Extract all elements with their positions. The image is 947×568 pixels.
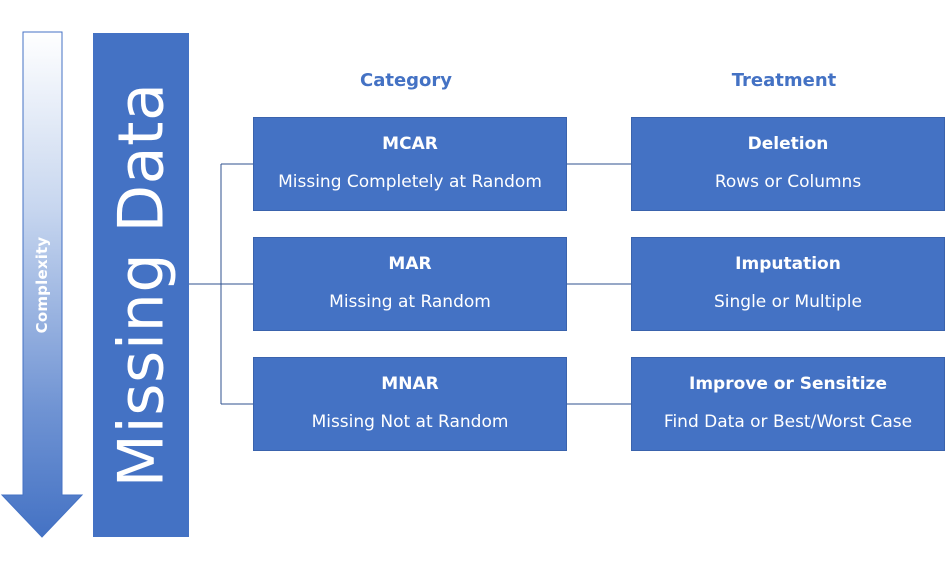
category-box-mcar: MCAR Missing Completely at Random <box>253 117 567 211</box>
category-subtitle: Missing at Random <box>329 292 491 312</box>
category-title: MAR <box>388 254 432 274</box>
treatment-title: Improve or Sensitize <box>689 374 887 394</box>
category-header: Category <box>359 70 453 91</box>
complexity-label: Complexity <box>33 236 51 334</box>
category-title: MNAR <box>381 374 439 394</box>
missing-data-banner: Missing Data <box>93 33 189 537</box>
treatment-title: Imputation <box>735 254 841 274</box>
banner-title: Missing Data <box>104 82 178 488</box>
category-box-mnar: MNAR Missing Not at Random <box>253 357 567 451</box>
treatment-box-deletion: Deletion Rows or Columns <box>631 117 945 211</box>
down-arrow-icon <box>0 31 84 538</box>
category-subtitle: Missing Completely at Random <box>278 172 542 192</box>
treatment-box-improve: Improve or Sensitize Find Data or Best/W… <box>631 357 945 451</box>
treatment-header: Treatment <box>731 70 837 91</box>
treatment-subtitle: Single or Multiple <box>714 292 862 312</box>
category-title: MCAR <box>382 134 438 154</box>
treatment-box-imputation: Imputation Single or Multiple <box>631 237 945 331</box>
treatment-title: Deletion <box>747 134 829 154</box>
treatment-subtitle: Find Data or Best/Worst Case <box>663 412 913 432</box>
category-box-mar: MAR Missing at Random <box>253 237 567 331</box>
treatment-subtitle: Rows or Columns <box>714 172 862 192</box>
category-subtitle: Missing Not at Random <box>311 412 509 432</box>
